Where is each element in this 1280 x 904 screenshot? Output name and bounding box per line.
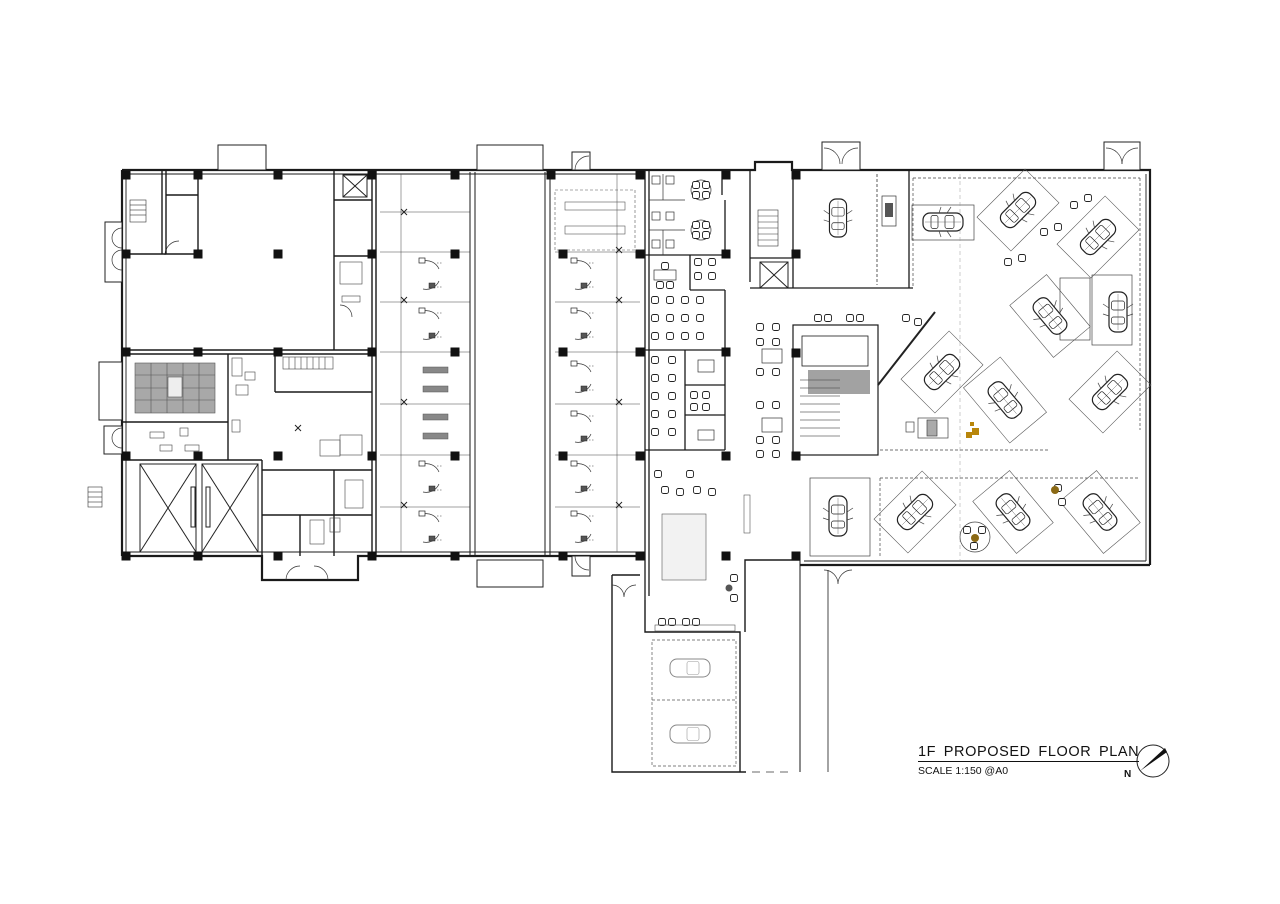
showroom-platforms (809, 174, 1141, 560)
customer-lounge (756, 314, 864, 458)
showroom-diagonal-wall (877, 311, 936, 386)
service-fixtures (149, 261, 364, 545)
wheel-stops (422, 366, 449, 440)
lift-shafts (139, 174, 789, 553)
central-north-stair (757, 209, 779, 247)
lift-rig (554, 189, 636, 251)
display-room-top (823, 174, 897, 285)
round-table-zone (959, 521, 991, 553)
toilet-lounge-chairs (690, 179, 712, 241)
plan-title: 1F PROPOSED FLOOR PLAN (918, 744, 1140, 762)
reception-desk (905, 417, 949, 439)
office-walls (644, 170, 913, 600)
gold-accents (725, 422, 1059, 592)
workstations (418, 257, 596, 543)
showroom-car-pads (661, 168, 1152, 581)
west-interior-walls (122, 170, 377, 556)
north-arrow-icon (1136, 744, 1170, 778)
plant-room-tiles (134, 362, 216, 414)
entrance-canopies (98, 141, 1141, 588)
central-stair-core (792, 324, 879, 456)
garage-parking (651, 639, 737, 767)
door-swings (111, 147, 1139, 581)
bench-strip (654, 494, 751, 632)
central-corridor (469, 172, 551, 556)
bay-markers (400, 208, 623, 509)
showroom-cars (669, 184, 1136, 567)
plan-scale: SCALE 1:150 @A0 (918, 765, 1009, 777)
title-block: 1F PROPOSED FLOOR PLAN SCALE 1:150 @A0 (918, 744, 1140, 777)
office-desks (651, 258, 716, 441)
north-label: N (1124, 769, 1132, 780)
delivery-area-walls (611, 559, 829, 773)
west-stair (87, 199, 147, 508)
exterior-walls (120, 160, 1152, 582)
toilets (649, 174, 685, 255)
workshop-bay-lines (380, 174, 640, 552)
